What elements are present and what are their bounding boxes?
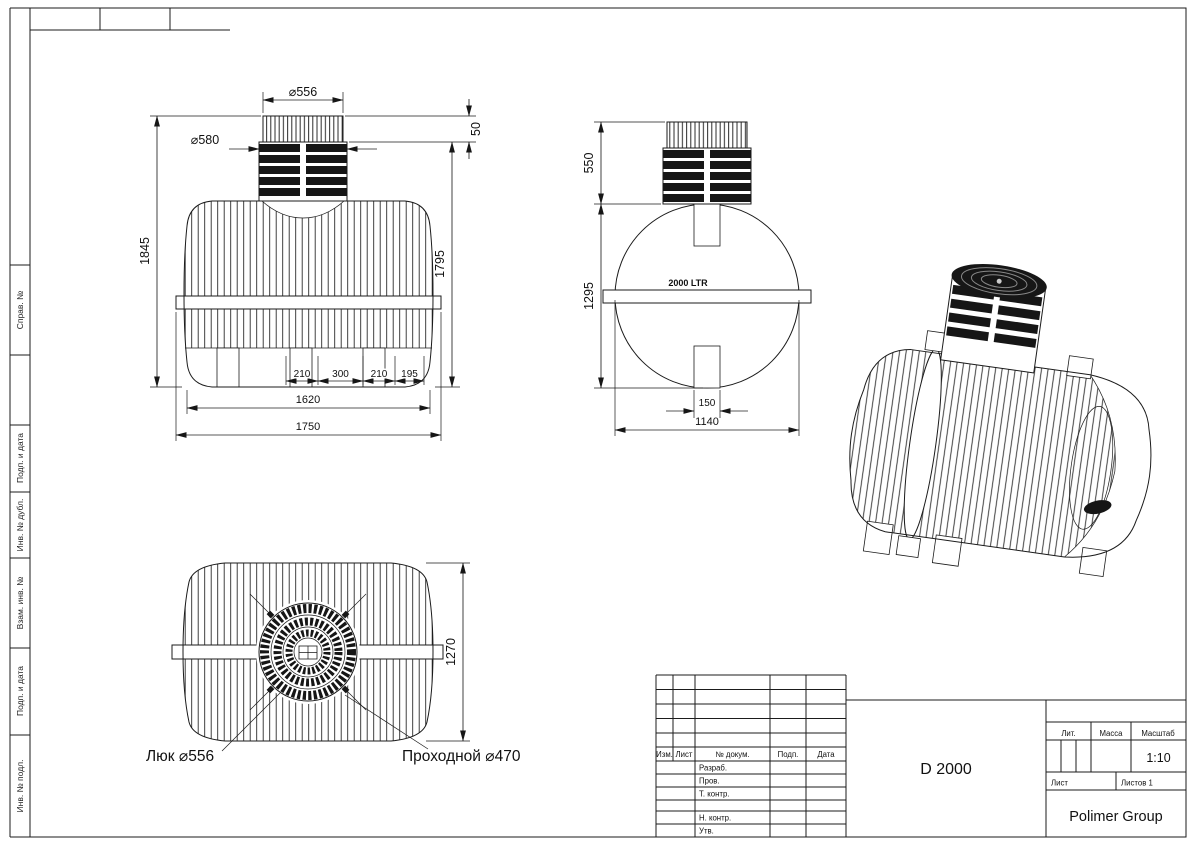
dim-foot-width: 150 (699, 398, 716, 409)
frame-label-podp-2: Подп. и дата (15, 666, 25, 716)
isometric-view (849, 263, 1152, 577)
frame-label-inv-podl: Инв. № подл. (15, 760, 25, 813)
sheet-frame: Справ. № Подп. и дата Инв. № дубл. Взам.… (9, 7, 1187, 838)
dim-seg3: 210 (371, 369, 388, 380)
iso-foot-2 (931, 534, 963, 567)
front-neck-throat (261, 200, 345, 219)
dim-seg1: 210 (294, 369, 311, 380)
side-top-tab (693, 203, 721, 247)
col-list: Лист (676, 750, 693, 759)
dim-body-height: 1795 (433, 250, 447, 278)
iso-foot-3 (1078, 546, 1108, 577)
title-block: Изм. Лист № докум. Подп. Дата Разраб. Пр… (655, 674, 1186, 837)
iso-top-tab (1066, 355, 1094, 380)
frame-top-left-grid (30, 8, 230, 31)
iso-foot-1 (862, 520, 894, 555)
iso-strap-tab-bottom (895, 535, 922, 559)
frame-label-sprav: Справ. № (15, 291, 25, 330)
side-view: 2000 LTR 550 1295 150 1140 (582, 121, 812, 436)
col-izm: Изм. (656, 750, 673, 759)
side-neck-rib-gap (704, 149, 710, 203)
manhole (256, 600, 360, 704)
top-view: 1270 Люк ⌀556 Проходной ⌀470 (146, 562, 521, 765)
row-developer: Разраб. (699, 764, 727, 773)
company-name: Polimer Group (1069, 809, 1162, 825)
col-date: Дата (817, 750, 835, 759)
dim-neck-height: 550 (582, 153, 596, 174)
side-dimensions: 550 1295 150 1140 (582, 121, 800, 436)
dim-overall-length: 1750 (296, 421, 320, 433)
tank-body-front (184, 201, 433, 387)
row-checker: Пров. (699, 777, 720, 786)
iso-dome-rim (1064, 374, 1116, 558)
sheet-label: Лист (1051, 779, 1068, 788)
iso-body-outline (849, 349, 1152, 558)
capacity-label: 2000 LTR (668, 278, 708, 288)
manhole-lugs (266, 610, 350, 694)
frame-label-inv-dubl: Инв. № дубл. (15, 499, 25, 552)
dim-dia-lid: ⌀556 (289, 85, 317, 99)
iso-dome-face (1064, 374, 1151, 558)
front-neck-rib-gap (300, 143, 306, 197)
dim-dia-collar: ⌀580 (191, 133, 219, 147)
side-strap-band (602, 289, 812, 304)
front-foot-1 (216, 347, 240, 388)
drawing-designation: D 2000 (920, 761, 972, 778)
top-body-outline (182, 562, 434, 742)
dim-seg4: 195 (401, 369, 418, 380)
front-body-outline (183, 200, 434, 388)
side-lid (666, 121, 748, 149)
row-ncontrol: Н. контр. (699, 814, 731, 823)
dim-body-length: 1620 (296, 394, 320, 406)
front-view: ⌀556 ⌀580 50 1845 1795 210 300 210 195 (138, 85, 483, 441)
top-dimensions: 1270 Люк ⌀556 Проходной ⌀470 (146, 562, 521, 765)
mass-label: Масса (1099, 729, 1123, 738)
side-bottom-tab (693, 345, 721, 389)
scale-label: Масштаб (1141, 729, 1175, 738)
iso-dome-inner-rim (1069, 405, 1114, 530)
frame-left-column-lines (9, 7, 30, 838)
callout-pass-label: Проходной ⌀470 (402, 748, 521, 765)
scale-value: 1:10 (1146, 751, 1170, 765)
iso-neck (940, 263, 1047, 374)
dim-overall-width: 1140 (695, 416, 719, 428)
frame-label-vzam-inv: Взам. инв. № (15, 577, 25, 630)
frame-border (29, 7, 1187, 838)
dim-lid-height: 50 (469, 122, 483, 136)
frame-left-labels: Справ. № Подп. и дата Инв. № дубл. Взам.… (15, 291, 25, 813)
callout-hatch-label: Люк ⌀556 (146, 748, 214, 765)
sheets-label: Листов 1 (1121, 779, 1153, 788)
title-block-grid (655, 674, 1186, 837)
row-approver: Утв. (699, 827, 714, 836)
dim-top-height: 1270 (444, 638, 458, 666)
row-tcontrol: Т. контр. (699, 790, 729, 799)
col-doc: № докум. (715, 750, 749, 759)
dim-body-diameter: 1295 (582, 282, 596, 310)
dim-seg2: 300 (332, 369, 349, 380)
lit-label: Лит. (1061, 729, 1075, 738)
front-lid (262, 115, 344, 143)
iso-logo-mark (1083, 500, 1112, 515)
col-sign: Подп. (778, 750, 799, 759)
front-strap-band (175, 295, 442, 310)
frame-label-podp-1: Подп. и дата (15, 433, 25, 483)
front-dimensions: ⌀556 ⌀580 50 1845 1795 210 300 210 195 (138, 85, 483, 441)
dim-total-height: 1845 (138, 237, 152, 265)
